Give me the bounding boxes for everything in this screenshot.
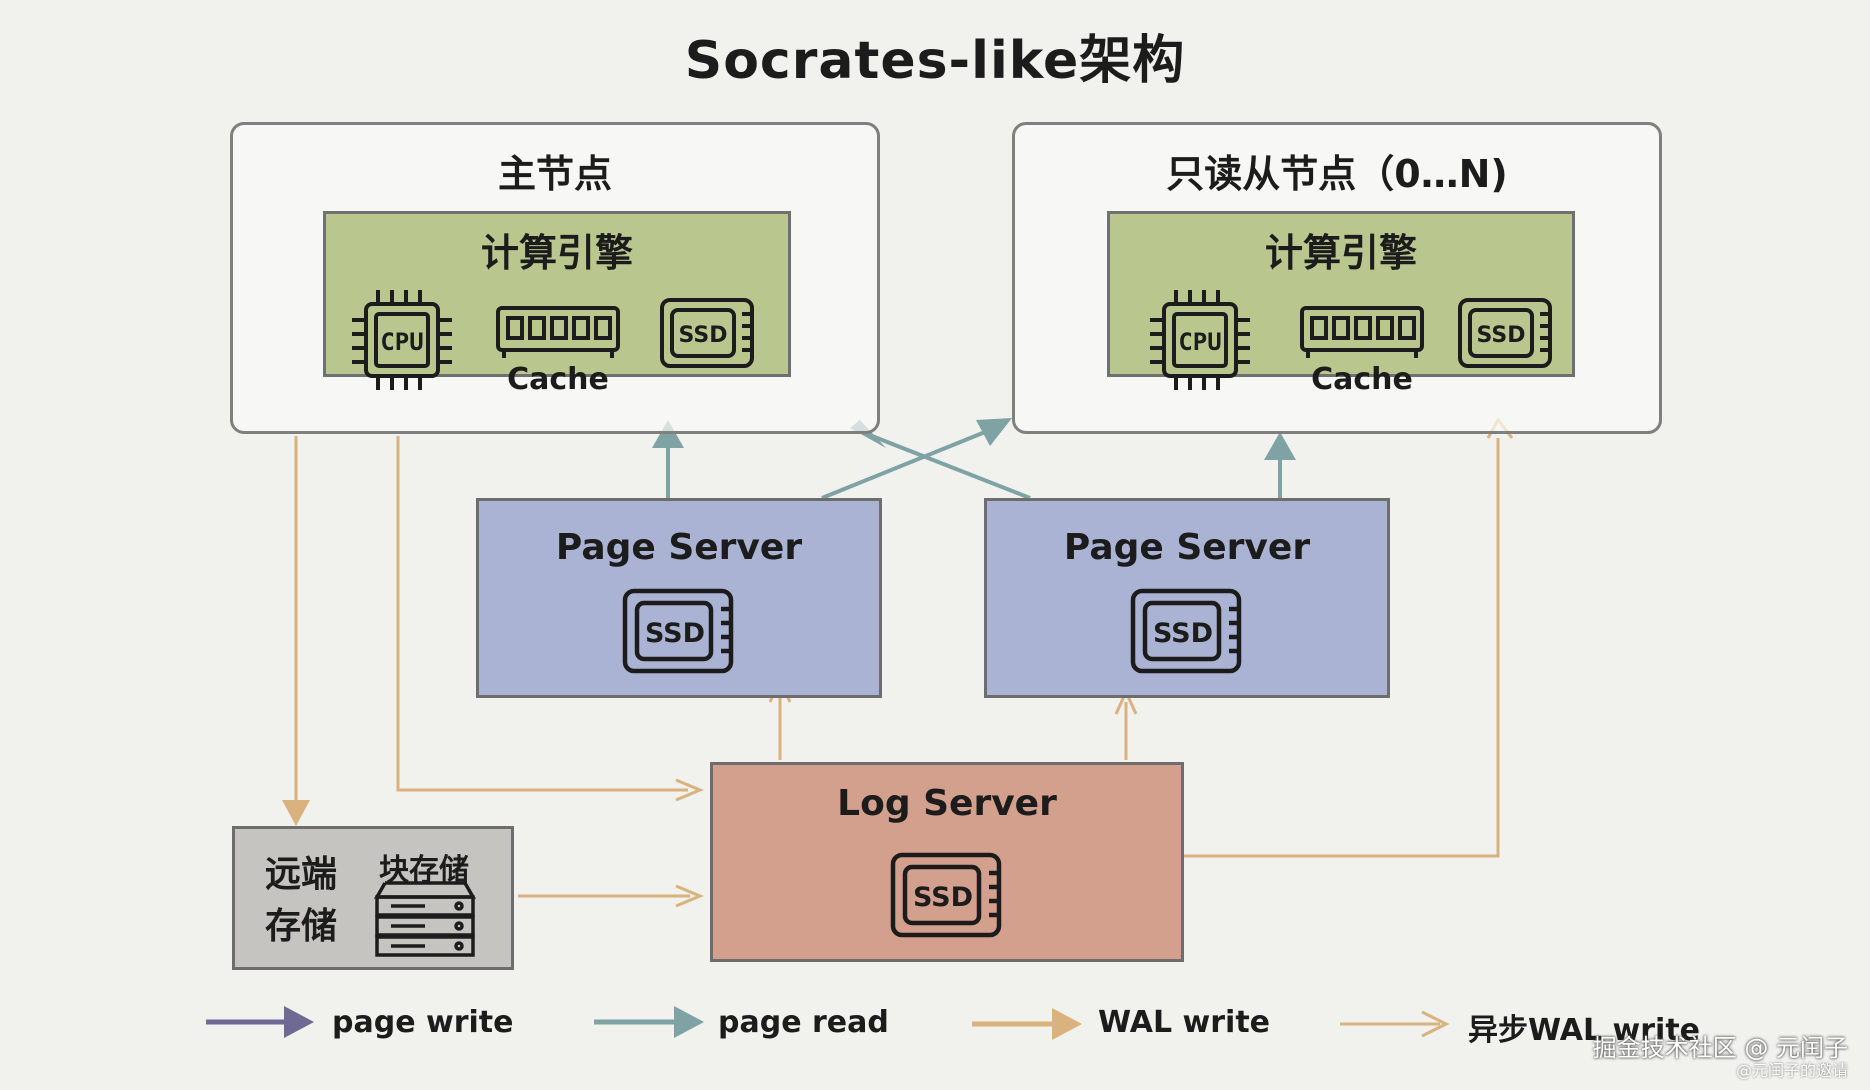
log-server-label: Log Server bbox=[837, 783, 1057, 824]
remote-storage-label-2: 存储 bbox=[265, 906, 338, 947]
watermark-sub: @元闰子的邀请 bbox=[1735, 1061, 1848, 1080]
page-server-left: Page Server SSD bbox=[476, 498, 882, 698]
primary-cache-label: Cache bbox=[507, 362, 609, 397]
replica-compute-engine: 计算引擎 CPU Cache bbox=[1107, 211, 1575, 397]
replica-node: 只读从节点（0…N) 计算引擎 CPU Cache bbox=[1012, 122, 1662, 434]
cpu-icon: CPU bbox=[1150, 290, 1250, 390]
remote-storage: 远端 存储 块存储 bbox=[232, 826, 514, 970]
cpu-icon: CPU bbox=[352, 290, 452, 390]
legend-arrows bbox=[206, 1006, 1450, 1040]
replica-node-label: 只读从节点（0…N) bbox=[1166, 152, 1508, 196]
remote-storage-label-1: 远端 bbox=[265, 854, 338, 895]
primary-engine-title: 计算引擎 bbox=[480, 231, 633, 275]
log-server: Log Server SSD bbox=[710, 762, 1184, 962]
svg-text:SSD: SSD bbox=[1153, 618, 1213, 649]
legend-async-wal-write: 异步WAL write bbox=[1468, 1013, 1701, 1048]
ssd-icon: SSD bbox=[890, 852, 1002, 938]
replica-cache-label: Cache bbox=[1311, 362, 1413, 397]
legend-wal-write: WAL write bbox=[1098, 1005, 1271, 1040]
svg-text:SSD: SSD bbox=[913, 882, 973, 913]
watermark: 掘金技术社区 @ 元闰子 bbox=[1592, 1034, 1848, 1062]
memory-icon bbox=[496, 306, 620, 358]
replica-engine-title: 计算引擎 bbox=[1264, 231, 1417, 275]
page-server-right: Page Server SSD bbox=[984, 498, 1390, 698]
server-rack-icon bbox=[373, 881, 477, 957]
ssd-icon: SSD bbox=[660, 298, 754, 368]
ssd-icon: SSD bbox=[1458, 298, 1552, 368]
primary-node-label: 主节点 bbox=[497, 152, 612, 196]
page-server-left-label: Page Server bbox=[555, 527, 803, 568]
svg-text:SSD: SSD bbox=[1477, 323, 1526, 348]
primary-node: 主节点 计算引擎 CPU Cache bbox=[230, 122, 880, 434]
page-read-arrows bbox=[652, 418, 1296, 500]
svg-text:SSD: SSD bbox=[679, 323, 728, 348]
legend-page-write: page write bbox=[332, 1005, 514, 1040]
svg-text:CPU: CPU bbox=[380, 328, 423, 356]
page-server-right-label: Page Server bbox=[1063, 527, 1311, 568]
svg-text:SSD: SSD bbox=[645, 618, 705, 649]
svg-text:CPU: CPU bbox=[1178, 328, 1221, 356]
memory-icon bbox=[1300, 306, 1424, 358]
primary-compute-engine: 计算引擎 CPU Cache bbox=[323, 211, 791, 397]
legend-page-read: page read bbox=[718, 1005, 889, 1040]
ssd-icon: SSD bbox=[1130, 588, 1242, 674]
ssd-icon: SSD bbox=[622, 588, 734, 674]
page-title: Socrates-like架构 bbox=[684, 31, 1186, 91]
